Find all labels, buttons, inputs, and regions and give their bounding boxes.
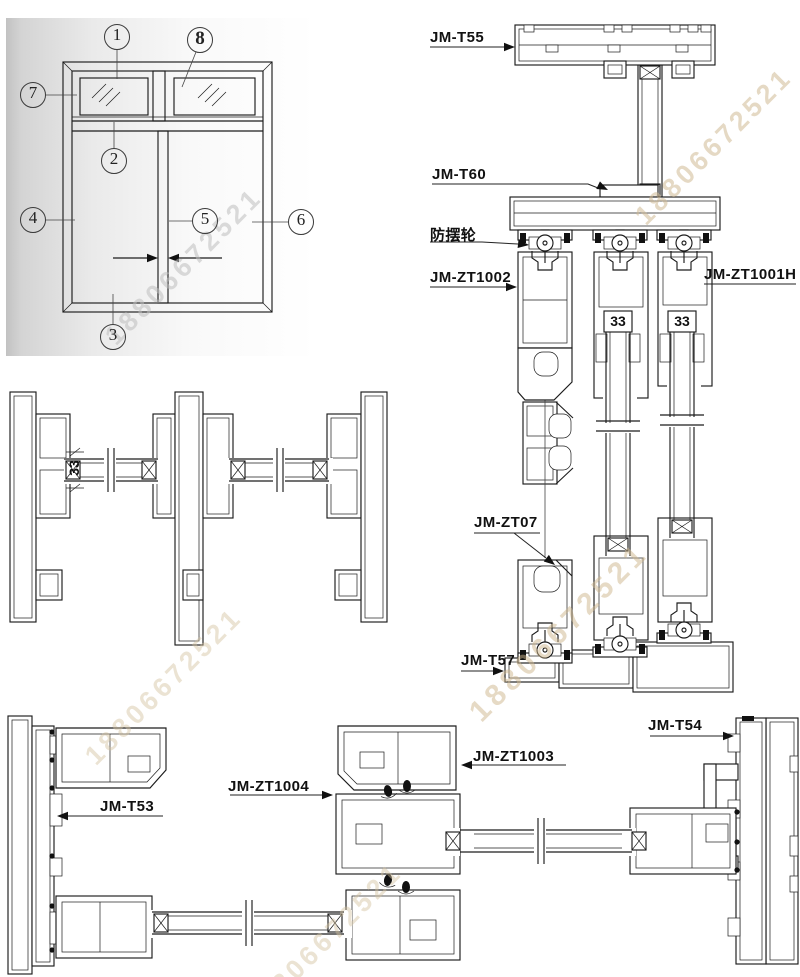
glass-thickness-dim-right: 33 (674, 313, 690, 329)
top-right-pane (173, 77, 256, 116)
meeting-stile-plan-section (9, 391, 388, 646)
jm-zt07-profile (522, 401, 574, 485)
plan-glass-run-left (64, 448, 158, 492)
right-glass-pane (660, 312, 704, 538)
jm-zt1003-label: JM-ZT1003 (473, 748, 555, 765)
jm-t53-jamb (7, 715, 63, 975)
bottom-middle-sash (593, 535, 649, 641)
jm-t60-profile (509, 184, 721, 239)
jm-t55-label: JM-T55 (430, 29, 485, 46)
callout-7: 7 (20, 82, 46, 108)
left-stile-assembly (9, 391, 72, 623)
slide-direction-arrows (113, 253, 222, 263)
callout-leaders (46, 50, 288, 324)
callout-2: 2 (101, 148, 127, 174)
glass-thickness-dim-mid: 33 (610, 313, 626, 329)
middle-glass-pane (596, 312, 640, 556)
glass-dim-box-mid (603, 310, 633, 333)
bottom-center-profile (344, 889, 461, 961)
jm-zt1002-sash (517, 251, 573, 401)
callout-8: 8 (187, 27, 213, 53)
bottom-plan-section (7, 715, 799, 975)
jm-t53-label: JM-T53 (100, 798, 155, 815)
glass-thickness-dim-plan: 33 (66, 460, 82, 476)
elevation-backdrop (6, 18, 316, 356)
center-stile-assembly (151, 391, 235, 646)
callout-4: 4 (20, 207, 46, 233)
callout-6: 6 (288, 209, 314, 235)
callout-1: 1 (104, 24, 130, 50)
jm-zt07-label: JM-ZT07 (474, 514, 538, 531)
jm-zt1003-stile (337, 725, 457, 791)
upper-left-sash-plan (55, 727, 167, 789)
jm-t55-profile (514, 24, 716, 79)
lower-glass-run (152, 900, 346, 946)
plan-glass-run-right (229, 448, 329, 492)
middle-sash (593, 251, 649, 400)
lower-left-sash-plan (55, 895, 156, 959)
anti-sway-wheel-label: 防摆轮 (430, 227, 477, 244)
top-left-pane (79, 77, 149, 116)
bottom-section-leaders (57, 731, 734, 821)
elevation-diagram (6, 18, 316, 356)
glass-dim-box-right (667, 310, 697, 333)
vertical-section-leaders (430, 42, 796, 676)
callout-5: 5 (192, 208, 218, 234)
jm-t54-label: JM-T54 (648, 717, 703, 734)
callout-3: 3 (100, 324, 126, 350)
bottom-right-sash (657, 517, 713, 623)
glass-dim-ticks (66, 447, 84, 493)
jm-zt1004-stile (335, 793, 461, 875)
jm-zt1002-label: JM-ZT1002 (430, 269, 512, 286)
bottom-left-sash (517, 559, 573, 657)
window-outer-frame (62, 61, 273, 313)
jm-t57-label: JM-T57 (461, 652, 516, 669)
jm-zt1004-label: JM-ZT1004 (228, 778, 310, 795)
upper-glass-unit (637, 65, 663, 198)
jm-zt1001h-label: JM-ZT1001H (704, 266, 797, 283)
middle-glass-run (445, 818, 647, 864)
vertical-section-drawing (430, 24, 796, 693)
jm-t60-label: JM-T60 (432, 166, 487, 183)
right-stile-assembly (325, 391, 388, 623)
center-mullion (157, 130, 169, 304)
